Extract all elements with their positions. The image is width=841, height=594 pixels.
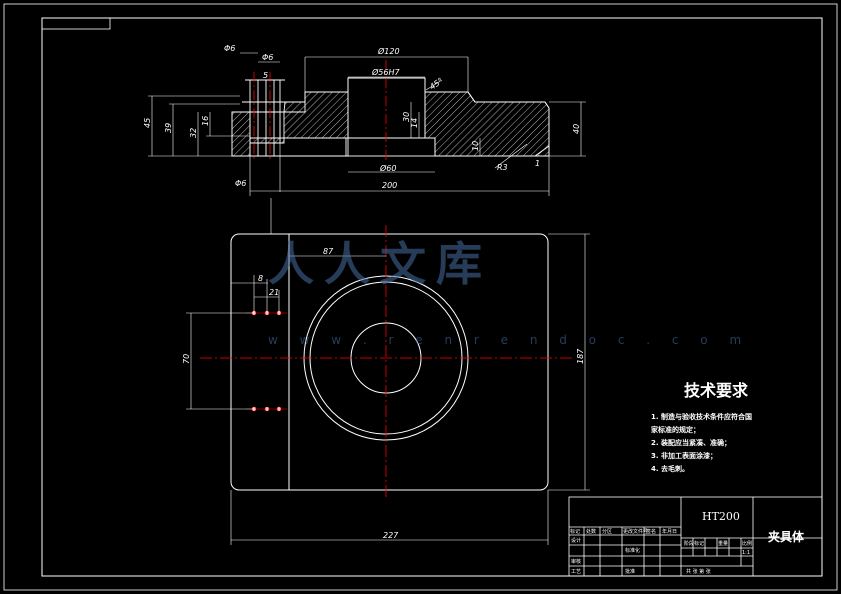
watermark-text: 人人文库 — [268, 237, 492, 291]
pin-centerlines — [246, 312, 287, 410]
tb-label-sign: 签名 — [646, 528, 656, 535]
dim-chamfer: 45° — [428, 76, 445, 92]
dim-5: 5 — [263, 71, 268, 80]
dim-10: 10 — [471, 141, 480, 151]
section-hatch-left2 — [283, 91, 349, 139]
dim-16: 16 — [201, 116, 210, 126]
dim-87: 87 — [323, 247, 334, 256]
section-centerlines — [253, 60, 387, 162]
title-block — [568, 496, 823, 577]
dim-d120: Ø120 — [377, 46, 400, 56]
dim-187: 187 — [576, 348, 585, 364]
watermark-url: w w w . r e n r e n d o c . c o m — [268, 333, 751, 347]
requirements-list: 1. 制造与验收技术条件应符合国 家标准的规定； 2. 装配应当紧凑、准确； 3… — [651, 411, 791, 476]
inner-border — [41, 17, 823, 577]
dim-d56h7: Ø56H7 — [371, 67, 400, 77]
requirement-item: 1. 制造与验收技术条件应符合国 — [651, 413, 752, 421]
material-label: HT200 — [702, 510, 740, 523]
tb-label-review: 审核 — [571, 558, 581, 565]
dim-45: 45 — [143, 118, 152, 128]
dim-d60: Ø60 — [379, 163, 396, 173]
plate-outline — [230, 233, 549, 491]
plan-dimension-lines — [186, 198, 590, 545]
tb-label-scale: 比例 — [742, 540, 752, 547]
tb-scale-value: 1:1 — [742, 550, 750, 556]
dim-39: 39 — [164, 123, 173, 133]
dim-200: 200 — [382, 181, 397, 190]
dim-70: 70 — [182, 354, 191, 364]
dim-r3: R3 — [497, 163, 508, 172]
section-hatch-bottom — [249, 137, 285, 144]
counter-bore — [345, 137, 436, 157]
tb-label-approve: 批准 — [625, 568, 635, 575]
section-outline — [231, 77, 550, 157]
dim-21: 21 — [269, 288, 279, 297]
drawing-number-box — [41, 17, 111, 30]
tb-label-design: 设计 — [571, 537, 581, 544]
tb-sheet: 共 张 第 张 — [686, 568, 711, 575]
dim-1: 1 — [535, 159, 540, 168]
center-bore — [347, 77, 426, 139]
dim-phi6-a: Φ6 — [224, 44, 235, 53]
title-block-labels: 标记 处数 分区 更改文件号 签名 年月日 设计 审核 工艺 标准化 批准 阶段… — [570, 528, 752, 575]
dim-32: 32 — [189, 128, 198, 138]
dim-14: 14 — [410, 118, 419, 128]
pin-holes — [251, 310, 282, 412]
plan-dimension-text: 227 187 87 8 21 70 — [182, 247, 585, 540]
dim-phi6-b: Φ6 — [262, 53, 273, 62]
dim-8: 8 — [258, 274, 263, 283]
tb-label-weight: 重量 — [718, 540, 728, 547]
dim-30: 30 — [402, 112, 411, 122]
dim-227: 227 — [383, 531, 399, 540]
section-dimension-lines — [148, 52, 586, 196]
requirement-item: 2. 装配应当紧凑、准确； — [651, 439, 731, 447]
part-name: 夹具体 — [768, 530, 805, 544]
requirement-item: 3. 非加工表面涂漆； — [651, 452, 717, 460]
outer-border — [3, 3, 838, 591]
section-view — [231, 77, 550, 157]
tb-label-docno: 更改文件号 — [623, 528, 648, 535]
tb-label-std: 标准化 — [625, 547, 640, 554]
tb-label-process: 工艺 — [571, 569, 581, 575]
requirement-item: 4. 去毛刺。 — [651, 465, 689, 473]
tb-label-zone: 分区 — [602, 528, 612, 535]
tb-label-mark: 标记 — [570, 528, 580, 535]
section-hatch-left — [231, 111, 251, 157]
requirements-title: 技术要求 — [684, 381, 749, 400]
tb-label-stage: 阶段标记 — [684, 540, 704, 547]
plan-centerlines — [200, 225, 572, 500]
dim-phi6-c: Φ6 — [235, 179, 246, 188]
tb-label-count: 处数 — [586, 528, 596, 535]
requirement-item: 家标准的规定； — [651, 426, 700, 434]
dim-40: 40 — [572, 124, 581, 134]
tb-label-date: 年月日 — [662, 528, 677, 535]
